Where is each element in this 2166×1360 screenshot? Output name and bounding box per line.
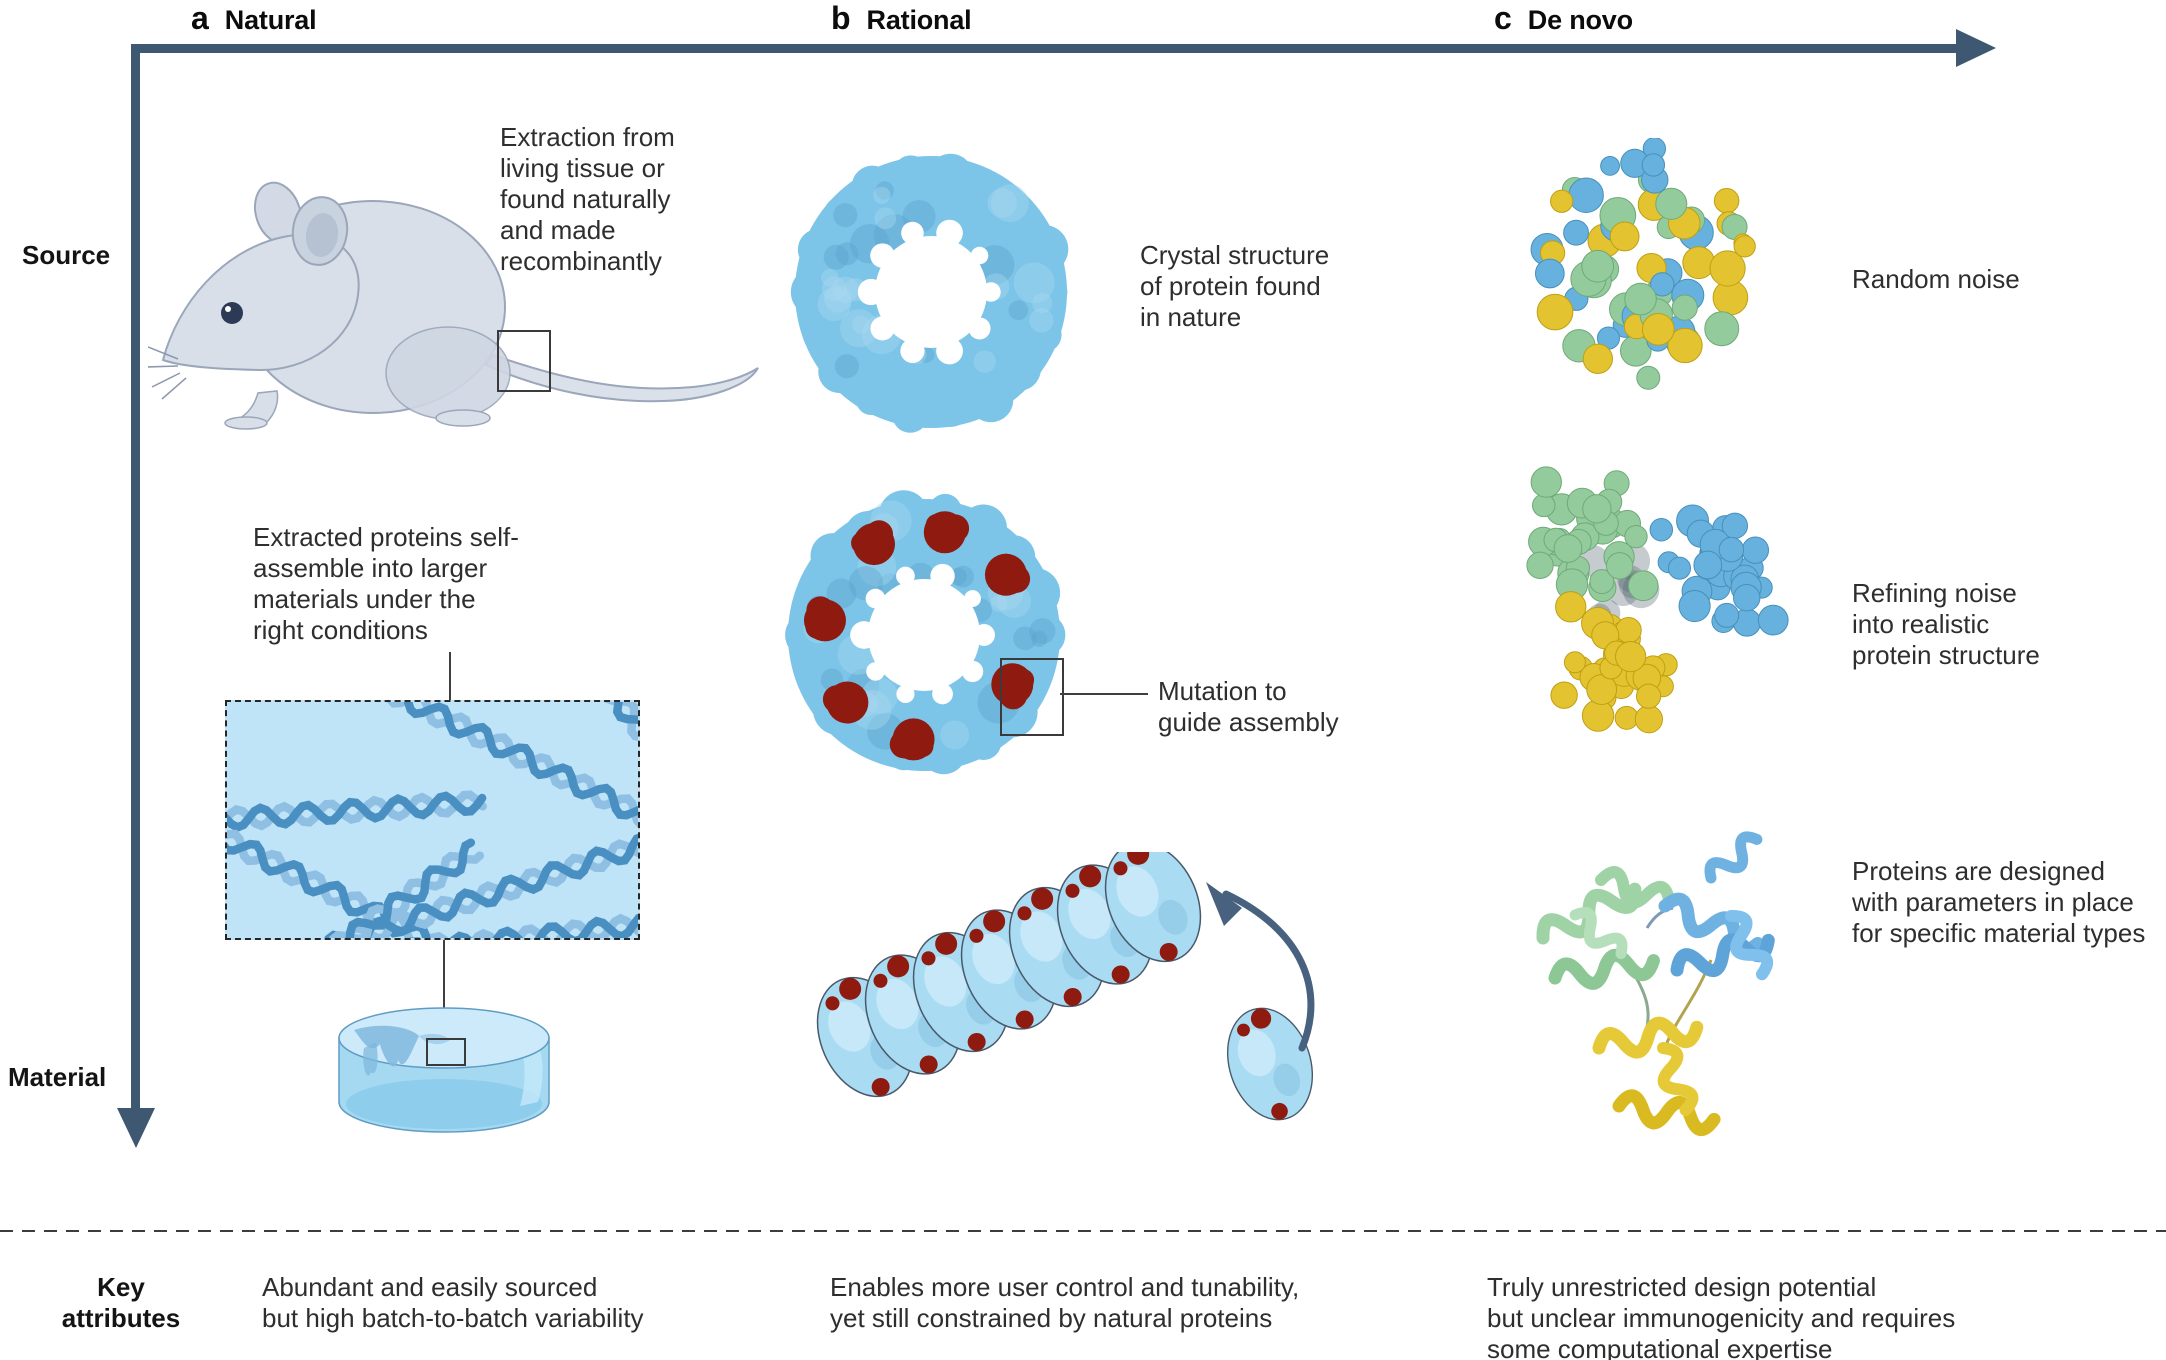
panel-letter-b: b — [831, 0, 851, 36]
axis-down-arrowhead-icon — [117, 1108, 155, 1148]
panel-title-rational: Rational — [866, 5, 972, 35]
section-separator-dashed — [0, 1230, 2166, 1232]
protein-filament-assembly-illustration — [816, 852, 1315, 1121]
axis-horizontal-line — [131, 44, 1958, 53]
tail-sample-callout-box — [497, 330, 551, 392]
random-noise-spheres-illustration — [1530, 138, 1756, 390]
panel-heading-b: b Rational — [831, 0, 972, 37]
mouse-whiskers — [148, 346, 187, 400]
key-attributes-rational: Enables more user control and tunability… — [830, 1272, 1300, 1333]
annotation-mutation: Mutation to guide assembly — [1158, 676, 1339, 737]
protein-ring-crystal-structure-illustration — [790, 153, 1069, 433]
protein-fiber-network-illustration — [225, 700, 640, 940]
key-attributes-natural: Abundant and easily sourced but high bat… — [262, 1272, 644, 1333]
axis-vertical-line — [131, 44, 140, 1110]
axis-right-arrowhead-icon — [1956, 29, 1996, 67]
leader-line-text-to-fiber-box — [449, 652, 451, 702]
annotation-self-assembly: Extracted proteins self- assemble into l… — [253, 522, 519, 645]
designed-ribbon-protein-illustration — [1536, 831, 1775, 1137]
panel-letter-c: c — [1494, 0, 1512, 36]
key-attributes-heading: Key attributes — [61, 1272, 181, 1333]
protein-material-dish-illustration — [338, 1007, 550, 1133]
leader-line-fiber-box-to-dish — [443, 940, 445, 1040]
axis-label-material: Material — [8, 1062, 107, 1092]
panel-title-natural: Natural — [224, 5, 317, 35]
annotation-crystal-structure: Crystal structure of protein found in na… — [1140, 240, 1330, 332]
leader-line-mutation — [1060, 693, 1148, 695]
dish-sample-callout-box — [426, 1038, 466, 1066]
annotation-extraction: Extraction from living tissue or found n… — [500, 122, 675, 276]
axis-label-source: Source — [22, 240, 111, 270]
annotation-random-noise: Random noise — [1852, 264, 2020, 294]
key-attributes-de-novo: Truly unrestricted design potential but … — [1487, 1272, 1956, 1360]
panel-heading-c: c De novo — [1494, 0, 1633, 37]
annotation-designed: Proteins are designed with parameters in… — [1852, 856, 2146, 948]
panel-title-de-novo: De novo — [1527, 5, 1633, 35]
mutation-callout-box — [1000, 658, 1064, 736]
panel-letter-a: a — [191, 0, 209, 36]
panel-heading-a: a Natural — [191, 0, 317, 37]
mutated-protein-ring-illustration — [785, 490, 1066, 775]
annotation-refining: Refining noise into realistic protein st… — [1852, 578, 2040, 670]
mouse-illustration — [148, 181, 759, 430]
refined-protein-spheres-illustration — [1526, 466, 1789, 734]
